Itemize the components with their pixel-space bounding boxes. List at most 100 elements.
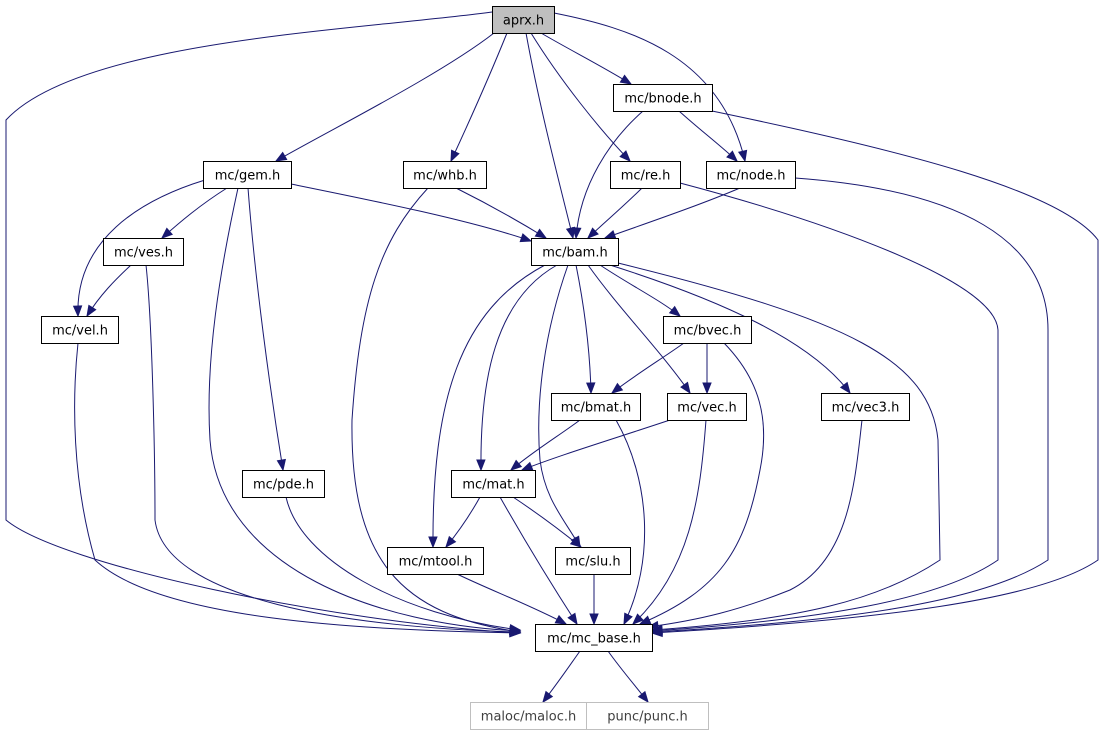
node-box[interactable] (706, 161, 796, 189)
arrowhead-icon (72, 305, 83, 318)
node-label: mc/vec3.h (832, 401, 900, 416)
node-box[interactable] (103, 238, 184, 266)
arrowhead-icon (623, 612, 633, 626)
arrowhead-icon (619, 150, 631, 162)
node-box[interactable] (403, 161, 487, 189)
node-box[interactable] (821, 393, 910, 421)
arrowhead-icon (569, 536, 583, 548)
arrowhead-icon (589, 613, 599, 626)
node-label: maloc/maloc.h (481, 710, 576, 725)
edge-line (285, 496, 521, 631)
arrowhead-icon (276, 458, 286, 472)
edge-line (432, 264, 546, 548)
node-mcbase[interactable]: mc/mc_base.h (535, 624, 653, 652)
node-ves[interactable]: mc/ves.h (103, 238, 184, 266)
edge-aprx-to-whb (450, 32, 508, 163)
node-label: mc/slu.h (565, 555, 620, 570)
node-label: mc/re.h (621, 169, 671, 184)
node-maloc[interactable]: maloc/maloc.h (470, 702, 587, 730)
arrowhead-icon (668, 305, 682, 317)
node-gem[interactable]: mc/gem.h (203, 161, 292, 189)
node-label: mc/vel.h (52, 324, 108, 339)
node-slu[interactable]: mc/slu.h (555, 547, 631, 575)
arrowhead-icon (86, 304, 97, 318)
node-node[interactable]: mc/node.h (706, 161, 796, 189)
node-pde[interactable]: mc/pde.h (242, 470, 325, 498)
edge-aprx-to-node (553, 12, 748, 163)
edge-layer (5, 11, 1099, 704)
edge-re-to-bam (587, 187, 643, 239)
node-box[interactable] (203, 161, 292, 189)
node-aprx[interactable]: aprx.h (492, 6, 555, 34)
edge-line (632, 419, 707, 625)
node-box[interactable] (492, 6, 555, 34)
edge-line (351, 187, 521, 633)
arrowhead-icon (274, 151, 288, 162)
edge-line (208, 187, 521, 632)
edge-line (530, 32, 631, 162)
arrowhead-icon (619, 74, 633, 85)
arrowhead-icon (567, 612, 578, 626)
node-mat[interactable]: mc/mat.h (451, 470, 536, 498)
arrowhead-icon (702, 382, 712, 395)
node-box[interactable] (470, 702, 587, 730)
node-box[interactable] (41, 316, 119, 344)
node-box[interactable] (535, 624, 653, 652)
edge-bnode-to-mcbase (650, 110, 1099, 638)
node-mtool[interactable]: mc/mtool.h (387, 547, 484, 575)
node-box[interactable] (663, 316, 752, 344)
arrowhead-icon (160, 227, 173, 239)
edge-mcbase-to-punc (607, 650, 649, 704)
arrowhead-icon (534, 228, 548, 239)
node-vel[interactable]: mc/vel.h (41, 316, 119, 344)
node-whb[interactable]: mc/whb.h (403, 161, 487, 189)
node-punc[interactable]: punc/punc.h (586, 702, 709, 730)
node-bmat[interactable]: mc/bmat.h (551, 393, 641, 421)
node-label: mc/mc_base.h (547, 632, 641, 647)
arrowhead-icon (586, 382, 596, 395)
node-bam[interactable]: mc/bam.h (531, 238, 619, 266)
node-vec3[interactable]: mc/vec3.h (821, 393, 910, 421)
edge-mcbase-to-maloc (542, 650, 581, 704)
node-box[interactable] (610, 161, 681, 189)
arrowhead-icon (509, 459, 523, 471)
arrowhead-icon (508, 623, 522, 634)
arrowhead-icon (632, 613, 644, 625)
arrowhead-icon (476, 459, 486, 472)
node-label: mc/ves.h (114, 246, 173, 261)
node-bnode[interactable]: mc/bnode.h (613, 84, 713, 112)
edge-aprx-to-bnode (540, 32, 633, 85)
edge-line (615, 419, 646, 625)
edge-bvec-to-bmat (610, 342, 685, 394)
edge-line (247, 187, 284, 471)
node-box[interactable] (555, 547, 631, 575)
arrowhead-icon (680, 381, 691, 395)
node-label: mc/pde.h (253, 478, 314, 493)
node-box[interactable] (667, 393, 747, 421)
node-bvec[interactable]: mc/bvec.h (663, 316, 752, 344)
node-box[interactable] (531, 238, 619, 266)
node-re[interactable]: mc/re.h (610, 161, 681, 189)
arrowhead-icon (726, 150, 738, 162)
node-box[interactable] (613, 84, 713, 112)
edge-bnode-to-bam (572, 110, 644, 240)
arrowhead-icon (428, 536, 438, 549)
node-vec[interactable]: mc/vec.h (667, 393, 747, 421)
node-label: mc/bvec.h (674, 324, 742, 339)
node-box[interactable] (451, 470, 536, 498)
node-box[interactable] (586, 702, 709, 730)
edge-bam-to-bvec (599, 264, 682, 317)
edge-gem-to-vel (72, 179, 206, 318)
edge-line (587, 264, 691, 394)
edge-bam-to-vec (587, 264, 691, 395)
node-box[interactable] (242, 470, 325, 498)
node-label: aprx.h (503, 14, 544, 29)
edge-line (455, 187, 547, 239)
edge-gem-to-ves (160, 187, 228, 239)
edge-gem-to-bam (290, 183, 533, 243)
arrowhead-icon (839, 381, 851, 395)
node-box[interactable] (387, 547, 484, 575)
node-box[interactable] (551, 393, 641, 421)
edge-line (651, 110, 1099, 634)
